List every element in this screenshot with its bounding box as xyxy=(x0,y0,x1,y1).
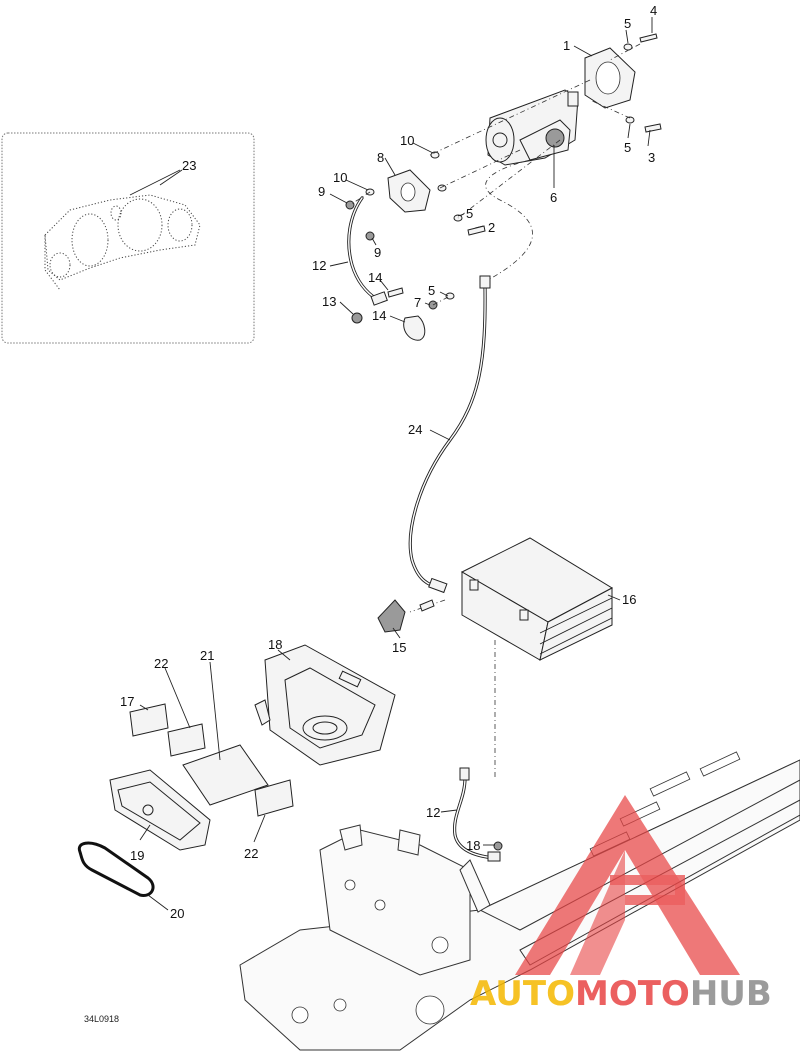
callout-21: 21 xyxy=(200,648,214,663)
callout-22b: 22 xyxy=(244,846,258,861)
callout-7: 7 xyxy=(414,295,421,310)
callout-4: 4 xyxy=(650,3,657,18)
callout-18b: 18 xyxy=(466,838,480,853)
callout-6: 6 xyxy=(550,190,557,205)
battery xyxy=(460,537,614,661)
starter-motor xyxy=(485,89,579,166)
inset-panel xyxy=(1,132,255,344)
callout-18a: 18 xyxy=(268,637,282,652)
positive-cable xyxy=(408,275,491,594)
watermark-word-a: AUTO xyxy=(470,974,575,1014)
terminal-boot xyxy=(377,599,406,633)
svg-text:AUTOMOTOHUB: AUTOMOTOHUB xyxy=(470,974,772,1014)
callout-3: 3 xyxy=(648,150,655,165)
callout-2: 2 xyxy=(488,220,495,235)
callout-20: 20 xyxy=(170,906,184,921)
callout-14b: 14 xyxy=(372,308,386,323)
callout-9b: 9 xyxy=(374,245,381,260)
watermark-word-b: MOTO xyxy=(575,974,690,1014)
starter-support-bracket xyxy=(584,47,636,109)
watermark-word-c: HUB xyxy=(690,974,772,1014)
foam-pads xyxy=(129,703,294,817)
ground-cable-lower xyxy=(452,767,503,862)
callout-10b: 10 xyxy=(333,170,347,185)
callout-12b: 12 xyxy=(426,805,440,820)
watermark-logo: AUTOMOTOHUB xyxy=(470,795,772,1014)
leader-lines xyxy=(139,17,653,911)
callout-23: 23 xyxy=(182,158,196,173)
callout-16: 16 xyxy=(622,592,636,607)
callout-15: 15 xyxy=(392,640,406,655)
instrument-cluster-outline xyxy=(44,194,201,291)
callout-9a: 9 xyxy=(318,184,325,199)
alignment-lines xyxy=(349,43,641,780)
battery-tray xyxy=(254,644,396,766)
callout-24: 24 xyxy=(408,422,422,437)
callout-10a: 10 xyxy=(400,133,414,148)
callout-1: 1 xyxy=(563,38,570,53)
callout-5d: 5 xyxy=(428,283,435,298)
callout-19: 19 xyxy=(130,848,144,863)
retaining-strap xyxy=(77,841,155,897)
callout-5c: 5 xyxy=(466,206,473,221)
battery-cover xyxy=(109,769,211,851)
callout-labels: 1 2 3 4 5 5 5 5 6 7 8 9 9 10 10 12 12 13… xyxy=(84,3,657,1024)
ground-cable-upper xyxy=(347,196,388,306)
mounting-plate xyxy=(387,169,431,213)
callout-22a: 22 xyxy=(154,656,168,671)
callout-8: 8 xyxy=(377,150,384,165)
callout-13: 13 xyxy=(322,294,336,309)
callout-14a: 14 xyxy=(368,270,382,285)
callout-5a: 5 xyxy=(624,16,631,31)
callout-5b: 5 xyxy=(624,140,631,155)
reference-code: 34L0918 xyxy=(84,1014,119,1024)
callout-17: 17 xyxy=(120,694,134,709)
callout-12a: 12 xyxy=(312,258,326,273)
